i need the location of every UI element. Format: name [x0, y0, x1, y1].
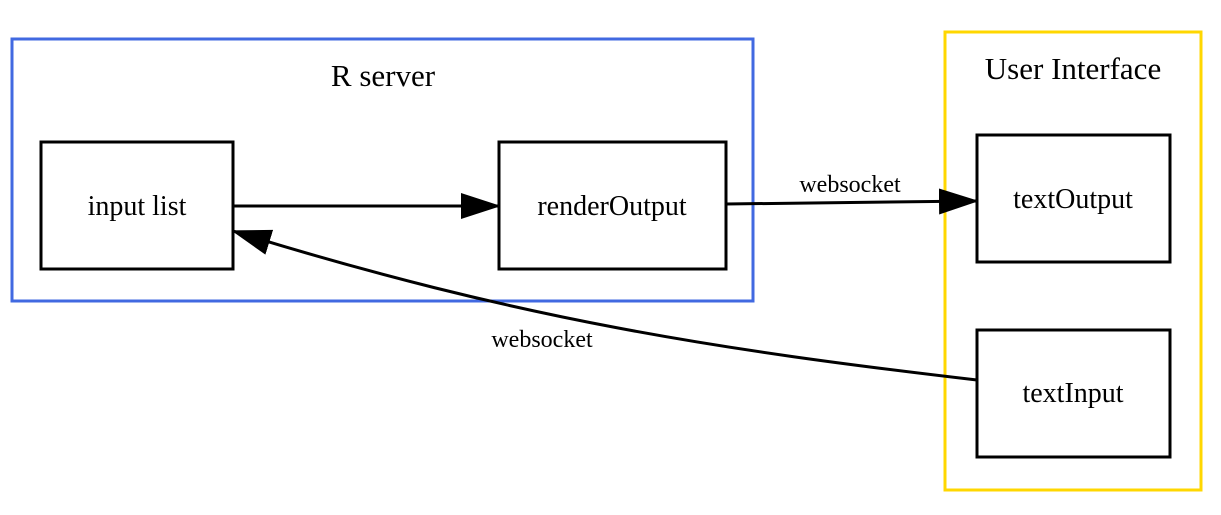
node-input-list-box[interactable]	[39, 140, 235, 271]
node-text-output-box[interactable]	[975, 133, 1172, 264]
node-render-output-label: renderOutput	[537, 191, 687, 222]
r-server-cluster-border	[10, 37, 755, 303]
edge-text-input-to-input-list: websocket	[231, 229, 978, 382]
node-text-input[interactable]: textInput	[975, 328, 1172, 459]
user-interface-cluster: User Interface	[943, 30, 1203, 492]
node-input-list[interactable]: input list	[39, 140, 235, 271]
edge-render-output-to-text-output: websocket	[725, 172, 979, 215]
node-text-input-label: textInput	[1022, 378, 1123, 409]
user-interface-cluster-border	[943, 30, 1203, 492]
user-interface-cluster-label: User Interface	[985, 51, 1161, 86]
node-render-output-box[interactable]	[497, 140, 728, 271]
r-server-cluster: R server	[10, 37, 755, 303]
node-render-output[interactable]: renderOutput	[497, 140, 728, 271]
edge-line	[725, 188, 979, 215]
node-text-input-box[interactable]	[975, 328, 1172, 459]
r-server-cluster-label: R server	[331, 58, 436, 93]
node-input-list-label: input list	[88, 191, 187, 222]
node-text-output[interactable]: textOutput	[975, 133, 1172, 264]
edge-label-websocket-bottom: websocket	[491, 327, 593, 353]
edge-label-websocket-top: websocket	[799, 172, 901, 198]
edge-curve	[231, 229, 978, 382]
node-text-output-label: textOutput	[1013, 184, 1133, 215]
